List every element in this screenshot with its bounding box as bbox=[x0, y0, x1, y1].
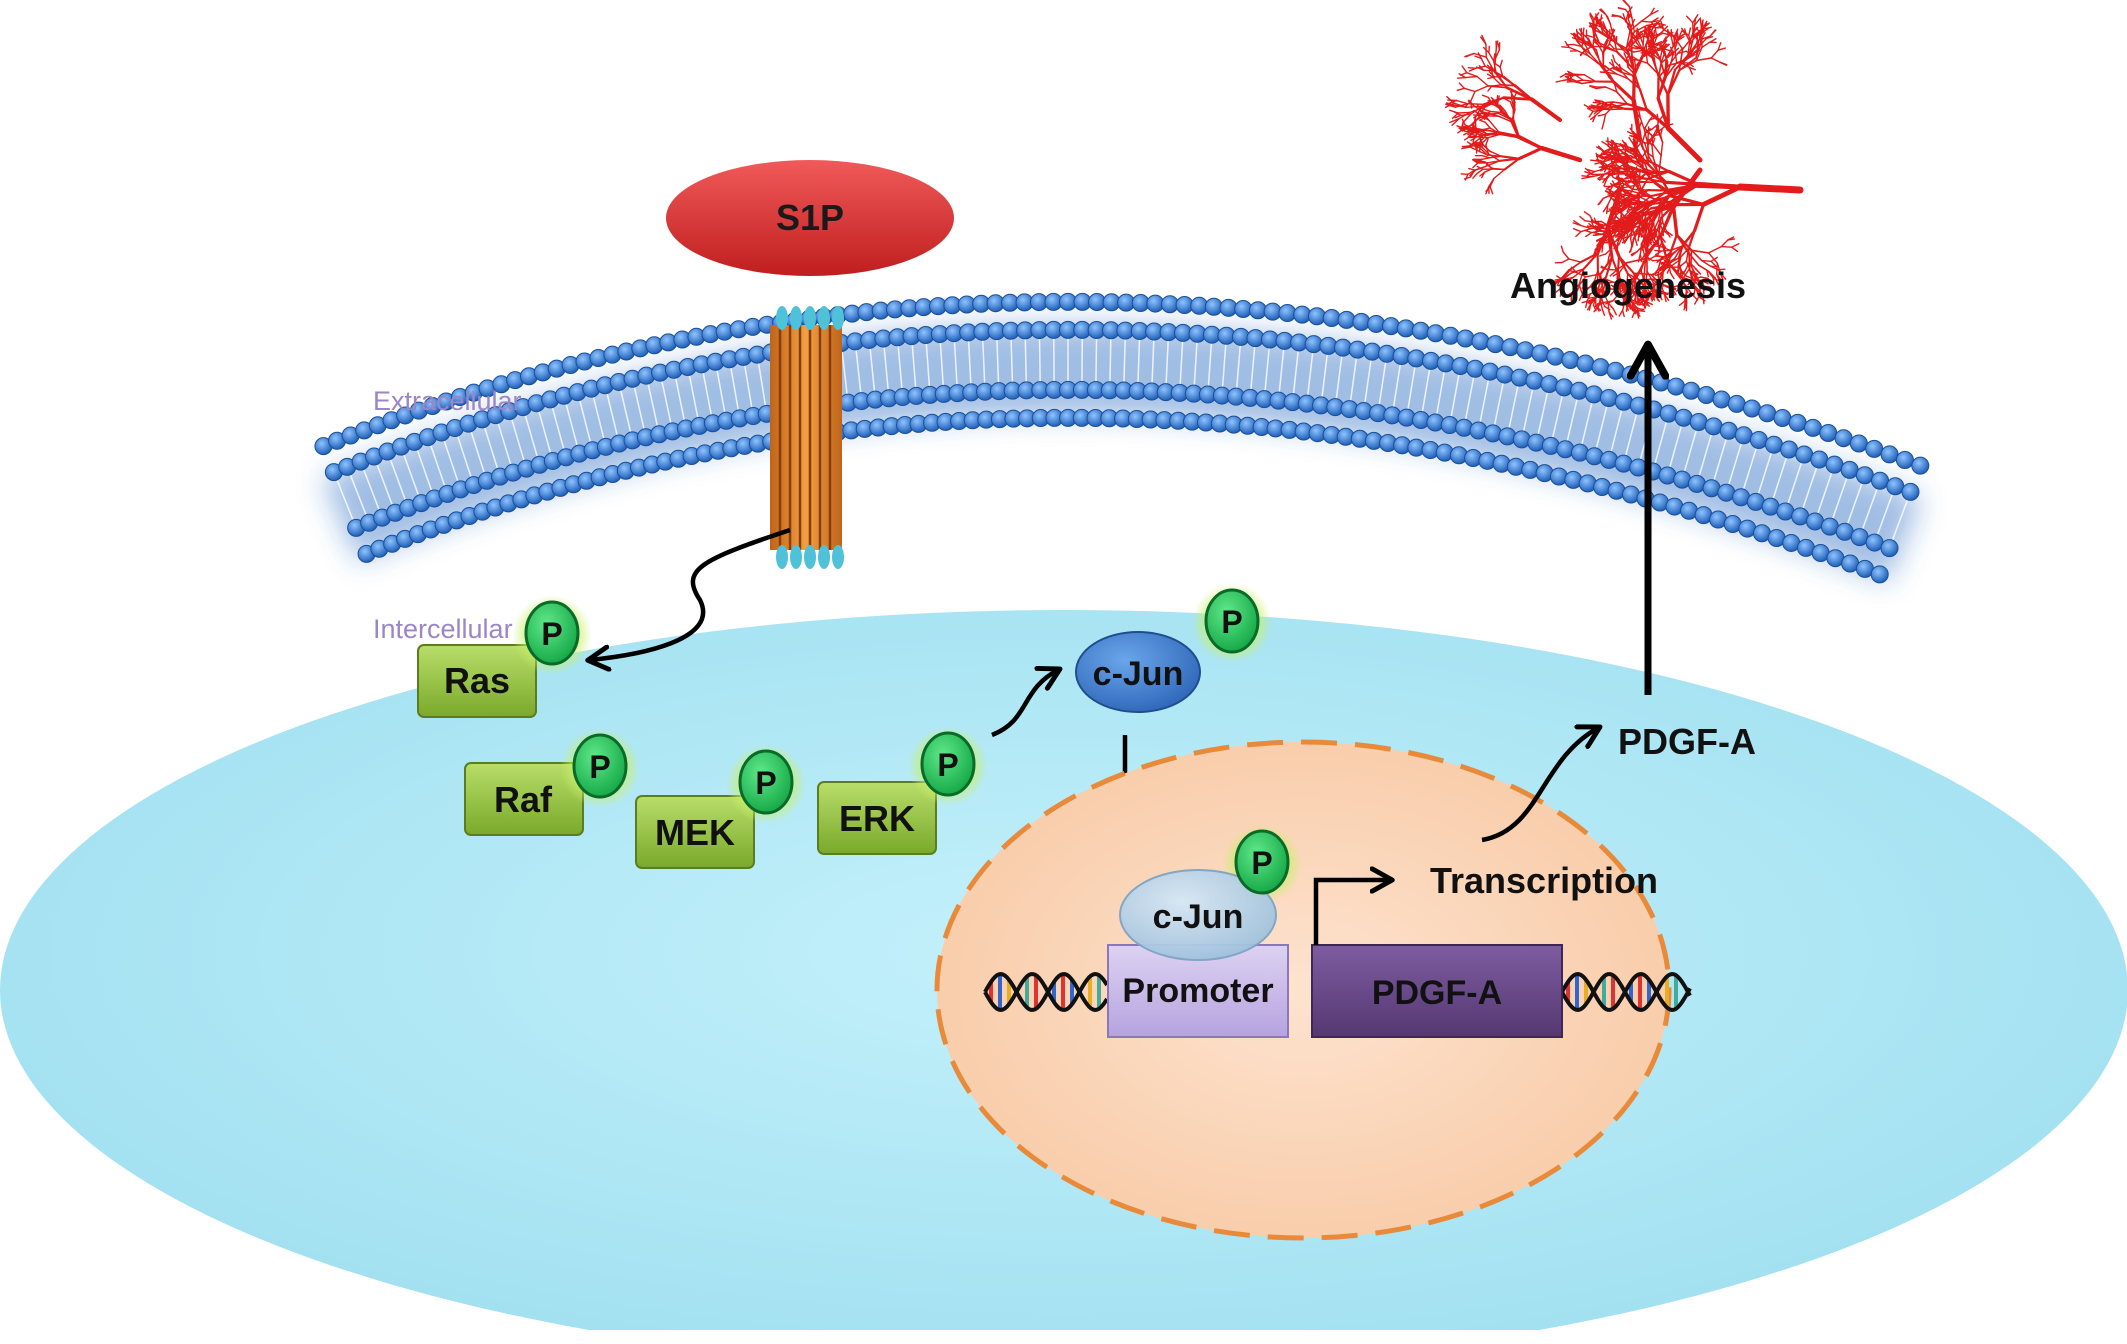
erk-phospho: P bbox=[908, 726, 988, 806]
mek-label: MEK bbox=[655, 812, 735, 853]
receptor-to-ras-arrow bbox=[590, 527, 791, 660]
ras-label: Ras bbox=[444, 660, 510, 701]
cjun-nucleus-phospho: P bbox=[1234, 829, 1290, 895]
blood-vessel-icon bbox=[1444, 0, 1804, 320]
extracellular-label: Extracellular bbox=[373, 386, 522, 416]
raf-label: Raf bbox=[494, 779, 553, 820]
s1p-ligand: S1P bbox=[666, 160, 954, 276]
phospho-label: P bbox=[541, 616, 562, 652]
ras-phospho: P bbox=[512, 595, 592, 675]
cjun-cytoplasm: c-Jun P bbox=[1075, 583, 1272, 713]
mek-phospho: P bbox=[726, 744, 806, 824]
cjun-nucleus-label: c-Jun bbox=[1153, 898, 1244, 936]
raf-kinase: Raf P bbox=[464, 728, 640, 836]
s1p-label: S1P bbox=[776, 197, 844, 238]
phospho-label: P bbox=[755, 765, 776, 801]
pdgfa-gene: PDGF-A bbox=[1311, 944, 1563, 1038]
transcription-to-pdgfa-arrow bbox=[1481, 728, 1598, 843]
transcription-label: Transcription bbox=[1430, 860, 1658, 901]
phospho-label: P bbox=[1251, 845, 1272, 881]
angiogenesis-label: Angiogenesis bbox=[1510, 265, 1746, 306]
intercellular-label: Intercellular bbox=[373, 614, 513, 644]
cjun-phospho: P bbox=[1204, 588, 1260, 654]
erk-label: ERK bbox=[839, 798, 915, 839]
erk-to-cjun-arrow bbox=[991, 670, 1058, 738]
erk-kinase: ERK P bbox=[817, 726, 988, 855]
dna-strand bbox=[983, 971, 1692, 1013]
s1p-receptor bbox=[770, 306, 844, 569]
phospho-label: P bbox=[1221, 604, 1242, 640]
ras-kinase: Ras P bbox=[417, 595, 592, 718]
phospho-label: P bbox=[589, 749, 610, 785]
cjun-nucleus: c-Jun P bbox=[1119, 824, 1302, 961]
cjun-label: c-Jun bbox=[1093, 655, 1184, 693]
pdgfa-product-label: PDGF-A bbox=[1618, 721, 1756, 762]
pdgfa-gene-label: PDGF-A bbox=[1372, 974, 1502, 1012]
transcription-start-arrow bbox=[1313, 880, 1390, 945]
raf-phospho: P bbox=[560, 728, 640, 808]
phospho-label: P bbox=[937, 747, 958, 783]
promoter-label: Promoter bbox=[1122, 972, 1273, 1010]
mek-kinase: MEK P bbox=[635, 744, 806, 869]
